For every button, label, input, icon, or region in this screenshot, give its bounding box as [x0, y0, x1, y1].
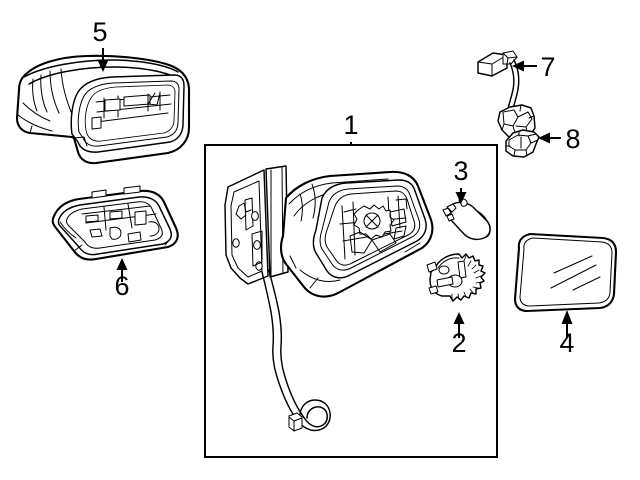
- callout-8-number: 8: [565, 124, 580, 154]
- part-lower-housing-cover[interactable]: [51, 185, 179, 261]
- callout-3-arrowhead: [455, 192, 467, 204]
- part-mirror-glass[interactable]: [513, 232, 618, 313]
- callout-7-number: 7: [540, 52, 555, 82]
- callout-1-number: 1: [343, 110, 358, 140]
- part-wire-harness-connector[interactable]: [477, 50, 536, 140]
- callout-2-number: 2: [451, 328, 466, 358]
- part-actuator-gear[interactable]: [426, 253, 486, 302]
- callout-2[interactable]: 2: [451, 312, 467, 358]
- callout-4-arrowhead: [561, 310, 573, 324]
- callout-5-number: 5: [92, 17, 107, 47]
- callout-2-arrowhead: [453, 312, 465, 324]
- part-motor[interactable]: [442, 198, 491, 241]
- callout-8[interactable]: 8: [538, 124, 581, 154]
- callout-3[interactable]: 3: [453, 156, 469, 204]
- part-mirror-assembly-body[interactable]: [224, 165, 434, 432]
- callout-7[interactable]: 7: [512, 52, 556, 82]
- part-mirror-cover-cap[interactable]: [15, 54, 191, 165]
- callout-6-number: 6: [114, 271, 129, 301]
- callout-6-arrowhead: [116, 258, 128, 270]
- callout-4-number: 4: [559, 328, 574, 358]
- callout-8-arrowhead: [538, 132, 550, 144]
- callout-5[interactable]: 5: [92, 17, 109, 72]
- callout-6[interactable]: 6: [114, 258, 130, 301]
- callout-4[interactable]: 4: [559, 310, 575, 358]
- callout-5-arrowhead: [97, 60, 109, 72]
- callout-3-number: 3: [453, 156, 468, 186]
- callout-7-arrowhead: [512, 60, 524, 72]
- part-connector-retainer[interactable]: [505, 129, 540, 158]
- callout-1[interactable]: 1: [343, 110, 359, 146]
